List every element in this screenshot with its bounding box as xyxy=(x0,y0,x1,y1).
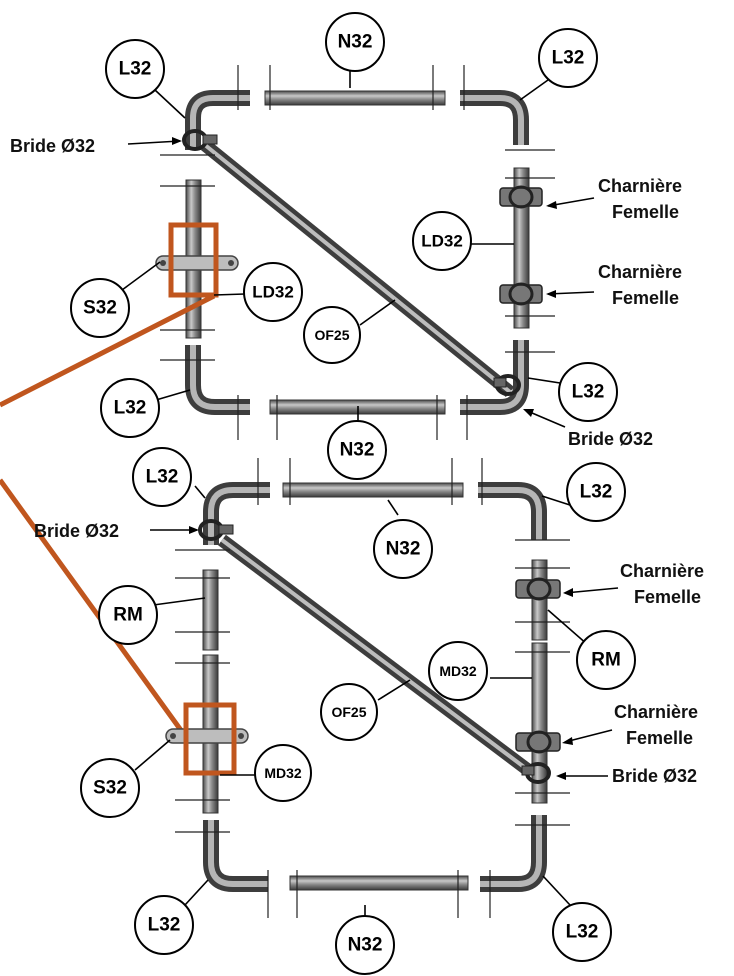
bottom-gate xyxy=(134,458,619,935)
callout-of25-1: OF25 xyxy=(303,306,361,364)
highlight-connector-bottom xyxy=(0,478,191,742)
svg-text:OF25: OF25 xyxy=(314,327,349,343)
svg-text:LD32: LD32 xyxy=(252,283,294,302)
callout-l32-top-right-2: L32 xyxy=(566,462,626,522)
callout-n32-top-2: N32 xyxy=(373,519,433,579)
callout-l32-bottom-right-1: L32 xyxy=(558,362,618,422)
callout-l32-top-left-2: L32 xyxy=(132,447,192,507)
callout-n32-bottom-1: N32 xyxy=(327,420,387,480)
svg-text:MD32: MD32 xyxy=(439,663,477,679)
svg-text:L32: L32 xyxy=(580,482,613,503)
label-charniere-3-a: Charnière xyxy=(620,561,704,581)
highlight-box-top xyxy=(168,222,219,298)
highlight-box-bottom xyxy=(183,702,237,776)
callout-l32-top-left-1: L32 xyxy=(105,39,165,99)
svg-text:N32: N32 xyxy=(338,32,373,53)
hinge-icon xyxy=(499,185,543,209)
hinge-icon xyxy=(515,577,561,601)
svg-text:L32: L32 xyxy=(146,467,179,488)
clamp-icon xyxy=(198,519,234,541)
label-charniere-2-b: Femelle xyxy=(612,288,679,308)
dimension-ticks-bottom xyxy=(175,458,570,918)
callout-rm-right-2: RM xyxy=(576,630,636,690)
callout-md32-left-2: MD32 xyxy=(254,744,312,802)
stay-plate-icon xyxy=(155,255,239,271)
highlight-connector-top xyxy=(0,293,216,408)
callout-l32-bottom-right-2: L32 xyxy=(552,902,612,962)
hinge-icon xyxy=(515,730,561,754)
bottom-gate-top-rail xyxy=(282,482,464,498)
label-bride-left-1: Bride Ø32 xyxy=(10,136,95,156)
bottom-gate-bottom-rail xyxy=(289,875,469,891)
label-charniere-1-a: Charnière xyxy=(598,176,682,196)
callout-s32-1: S32 xyxy=(70,278,130,338)
label-charniere-3-b: Femelle xyxy=(634,587,701,607)
label-charniere-1-b: Femelle xyxy=(612,202,679,222)
svg-text:MD32: MD32 xyxy=(264,765,302,781)
svg-text:L32: L32 xyxy=(566,922,599,943)
bottom-gate-elbow-bottom-left xyxy=(203,820,268,892)
callout-of25-2: OF25 xyxy=(320,683,378,741)
clamp-icon xyxy=(493,374,521,396)
label-bride-left-2: Bride Ø32 xyxy=(34,521,119,541)
svg-text:RM: RM xyxy=(113,605,143,626)
clamp-icon xyxy=(182,129,218,151)
dimension-ticks-top xyxy=(160,65,555,440)
svg-text:N32: N32 xyxy=(386,539,421,560)
top-gate xyxy=(121,65,595,440)
callout-l32-top-right-1: L32 xyxy=(538,28,598,88)
top-gate-elbow-top-left xyxy=(185,90,250,150)
callout-ld32-right-1: LD32 xyxy=(412,211,472,271)
svg-text:L32: L32 xyxy=(552,48,585,69)
label-charniere-4-b: Femelle xyxy=(626,728,693,748)
hinge-icon xyxy=(499,282,543,306)
svg-text:S32: S32 xyxy=(93,778,127,799)
callout-n32-bottom-2: N32 xyxy=(335,915,395,975)
svg-text:L32: L32 xyxy=(148,915,181,936)
bottom-gate-elbow-top-right xyxy=(478,482,547,540)
svg-text:L32: L32 xyxy=(119,59,152,80)
callout-n32-top-1: N32 xyxy=(325,12,385,72)
label-bride-right-1: Bride Ø32 xyxy=(568,429,653,449)
label-charniere-4-a: Charnière xyxy=(614,702,698,722)
callout-s32-2: S32 xyxy=(80,758,140,818)
callout-md32-right-2: MD32 xyxy=(428,641,488,701)
callout-ld32-left-1: LD32 xyxy=(243,262,303,322)
top-gate-top-rail xyxy=(264,90,446,106)
svg-text:OF25: OF25 xyxy=(331,704,366,720)
svg-text:L32: L32 xyxy=(572,382,605,403)
top-gate-elbow-bottom-left xyxy=(185,345,250,415)
top-gate-elbow-top-right xyxy=(460,90,529,145)
svg-text:N32: N32 xyxy=(348,935,383,956)
label-bride-right-2: Bride Ø32 xyxy=(612,766,697,786)
bottom-gate-left-upright-top xyxy=(202,569,219,651)
svg-text:S32: S32 xyxy=(83,298,117,319)
svg-text:RM: RM xyxy=(591,650,621,671)
label-charniere-2-a: Charnière xyxy=(598,262,682,282)
callout-l32-bottom-left-2: L32 xyxy=(134,895,194,955)
callout-rm-left-2: RM xyxy=(98,585,158,645)
svg-text:LD32: LD32 xyxy=(421,232,463,251)
clamp-icon xyxy=(521,762,551,784)
svg-text:N32: N32 xyxy=(340,440,375,461)
svg-text:L32: L32 xyxy=(114,398,147,419)
callout-l32-bottom-left-1: L32 xyxy=(100,378,160,438)
